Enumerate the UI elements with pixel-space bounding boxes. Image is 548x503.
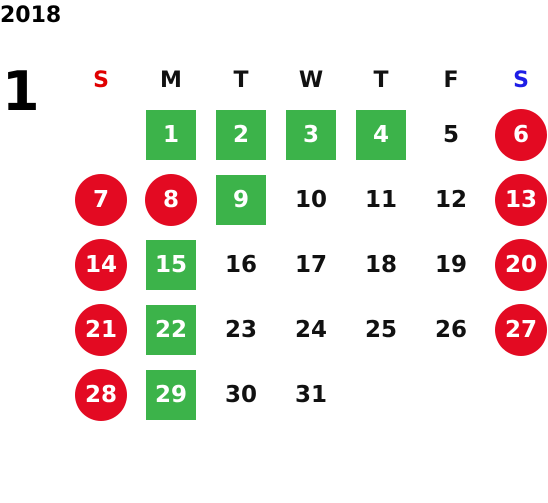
day-number[interactable]: 4 <box>356 109 406 160</box>
day-number[interactable]: 11 <box>364 186 397 213</box>
day-cell: 7 <box>66 167 136 232</box>
day-cell: 26 <box>416 297 486 362</box>
empty-day <box>425 369 477 421</box>
day-number[interactable]: 9 <box>216 174 266 225</box>
day-number[interactable]: 13 <box>495 173 547 226</box>
day-number[interactable]: 8 <box>145 173 197 226</box>
day-cell <box>416 362 486 427</box>
year-label: 2018 <box>0 3 62 28</box>
day-number[interactable]: 27 <box>495 303 547 356</box>
day-cell: 4 <box>346 102 416 167</box>
day-cell: 8 <box>136 167 206 232</box>
day-cell: 1 <box>136 102 206 167</box>
day-cell: 6 <box>486 102 548 167</box>
month-label: 1 <box>2 60 40 123</box>
weekday-saturday: S <box>513 67 529 93</box>
empty-day <box>75 109 127 161</box>
day-number[interactable]: 30 <box>224 381 257 408</box>
day-cell: 22 <box>136 297 206 362</box>
day-number[interactable]: 19 <box>434 251 467 278</box>
day-number[interactable]: 7 <box>75 173 127 226</box>
day-cell: 10 <box>276 167 346 232</box>
day-number[interactable]: 22 <box>146 304 196 355</box>
day-cell <box>486 362 548 427</box>
day-cell: 2 <box>206 102 276 167</box>
day-number[interactable]: 24 <box>294 316 327 343</box>
week-row: 21 22 23 24 25 26 27 <box>66 297 548 362</box>
day-cell: 18 <box>346 232 416 297</box>
day-cell: 29 <box>136 362 206 427</box>
day-number[interactable]: 1 <box>146 109 196 160</box>
day-cell: 12 <box>416 167 486 232</box>
weekday-sunday: S <box>93 67 109 93</box>
day-cell: 21 <box>66 297 136 362</box>
day-cell: 28 <box>66 362 136 427</box>
day-cell: 16 <box>206 232 276 297</box>
day-cell: 25 <box>346 297 416 362</box>
week-row: 28 29 30 31 <box>66 362 548 427</box>
empty-day <box>495 369 547 421</box>
day-cell <box>66 102 136 167</box>
weekday-header-row: S M T W T F S <box>66 58 548 102</box>
day-cell: 30 <box>206 362 276 427</box>
day-number[interactable]: 20 <box>495 238 547 291</box>
weekday-tuesday: T <box>233 67 249 93</box>
day-cell: 17 <box>276 232 346 297</box>
weekday-thursday: T <box>373 67 389 93</box>
day-cell: 3 <box>276 102 346 167</box>
day-cell: 9 <box>206 167 276 232</box>
day-cell <box>346 362 416 427</box>
weekday-friday: F <box>443 67 459 93</box>
day-number[interactable]: 10 <box>294 186 327 213</box>
week-row: 14 15 16 17 18 19 20 <box>66 232 548 297</box>
day-cell: 31 <box>276 362 346 427</box>
day-cell: 19 <box>416 232 486 297</box>
day-cell: 23 <box>206 297 276 362</box>
day-cell: 14 <box>66 232 136 297</box>
day-number[interactable]: 17 <box>294 251 327 278</box>
day-cell: 11 <box>346 167 416 232</box>
day-cell: 24 <box>276 297 346 362</box>
day-number[interactable]: 26 <box>434 316 467 343</box>
day-number[interactable]: 31 <box>294 381 327 408</box>
day-number[interactable]: 6 <box>495 108 547 161</box>
day-number[interactable]: 25 <box>364 316 397 343</box>
weekday-wednesday: W <box>298 67 324 93</box>
day-cell: 20 <box>486 232 548 297</box>
day-cell: 5 <box>416 102 486 167</box>
day-number[interactable]: 12 <box>434 186 467 213</box>
day-number[interactable]: 21 <box>75 303 127 356</box>
day-number[interactable]: 23 <box>224 316 257 343</box>
day-cell: 27 <box>486 297 548 362</box>
day-number[interactable]: 2 <box>216 109 266 160</box>
weekday-monday: M <box>160 67 182 93</box>
day-number[interactable]: 29 <box>146 369 196 420</box>
day-number[interactable]: 5 <box>442 121 459 148</box>
day-number[interactable]: 15 <box>146 239 196 290</box>
empty-day <box>355 369 407 421</box>
day-cell: 13 <box>486 167 548 232</box>
day-number[interactable]: 14 <box>75 238 127 291</box>
day-number[interactable]: 28 <box>75 368 127 421</box>
day-number[interactable]: 18 <box>364 251 397 278</box>
day-number[interactable]: 3 <box>286 109 336 160</box>
day-cell: 15 <box>136 232 206 297</box>
day-number[interactable]: 16 <box>224 251 257 278</box>
